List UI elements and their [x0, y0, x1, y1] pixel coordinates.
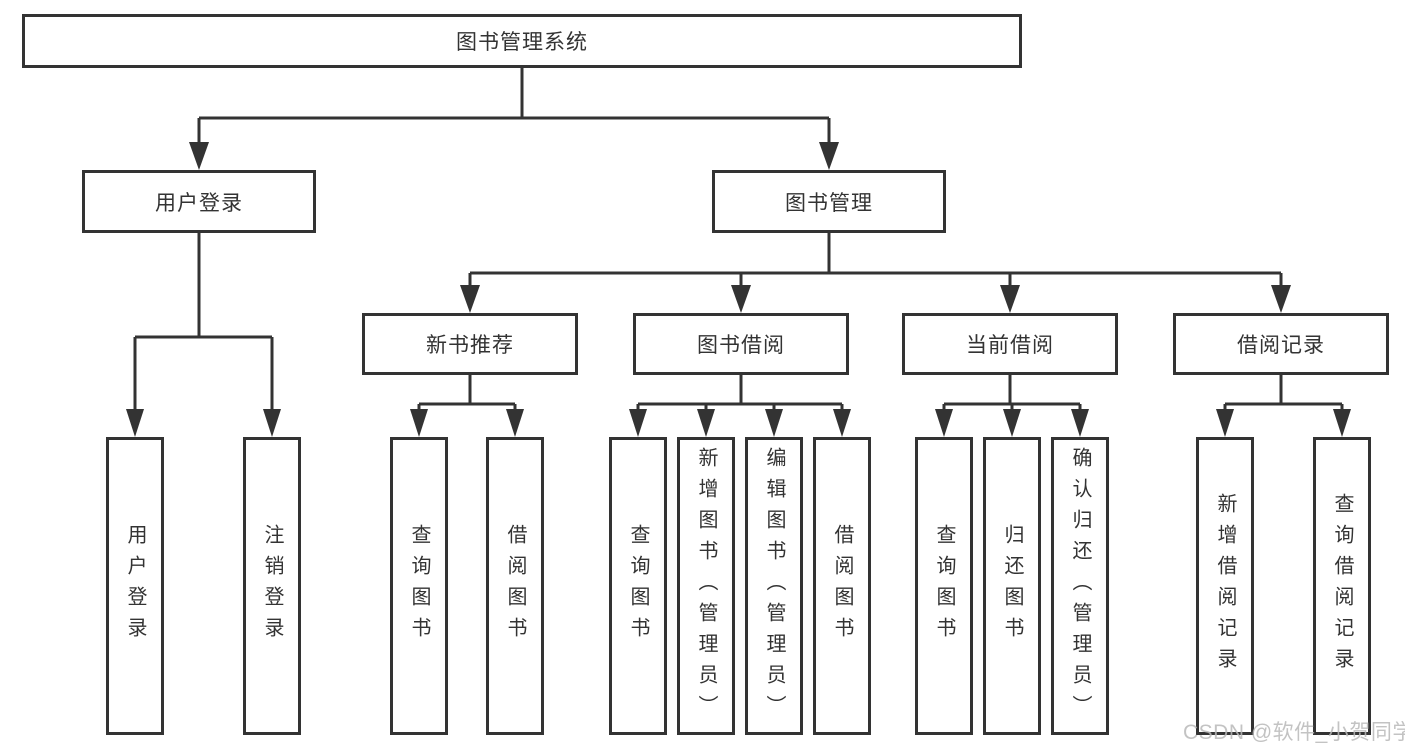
node-leaf-edit-books-admin: 编辑图书（管理员）: [745, 437, 803, 735]
node-leaf-return-books: 归还图书: [983, 437, 1041, 735]
node-leaf-query-books-recommend: 查询图书: [390, 437, 448, 735]
node-book-management: 图书管理: [712, 170, 946, 233]
node-leaf-borrow-books: 借阅图书: [813, 437, 871, 735]
node-leaf-confirm-return-admin: 确认归还（管理员）: [1051, 437, 1109, 735]
node-book-borrowing: 图书借阅: [633, 313, 849, 375]
node-user-login: 用户登录: [82, 170, 316, 233]
watermark: CSDN @软件_小贺同学: [1183, 721, 1405, 744]
node-borrowing-records: 借阅记录: [1173, 313, 1389, 375]
node-leaf-add-borrow-record: 新增借阅记录: [1196, 437, 1254, 735]
node-root: 图书管理系统: [22, 14, 1022, 68]
node-leaf-user-login: 用户登录: [106, 437, 164, 735]
node-leaf-borrow-books-recommend: 借阅图书: [486, 437, 544, 735]
node-leaf-query-books-current: 查询图书: [915, 437, 973, 735]
node-leaf-add-books-admin: 新增图书（管理员）: [677, 437, 735, 735]
node-leaf-logout: 注销登录: [243, 437, 301, 735]
node-leaf-query-borrow-record: 查询借阅记录: [1313, 437, 1371, 735]
node-current-borrowing: 当前借阅: [902, 313, 1118, 375]
node-new-book-recommendation: 新书推荐: [362, 313, 578, 375]
node-leaf-query-books-borrow: 查询图书: [609, 437, 667, 735]
